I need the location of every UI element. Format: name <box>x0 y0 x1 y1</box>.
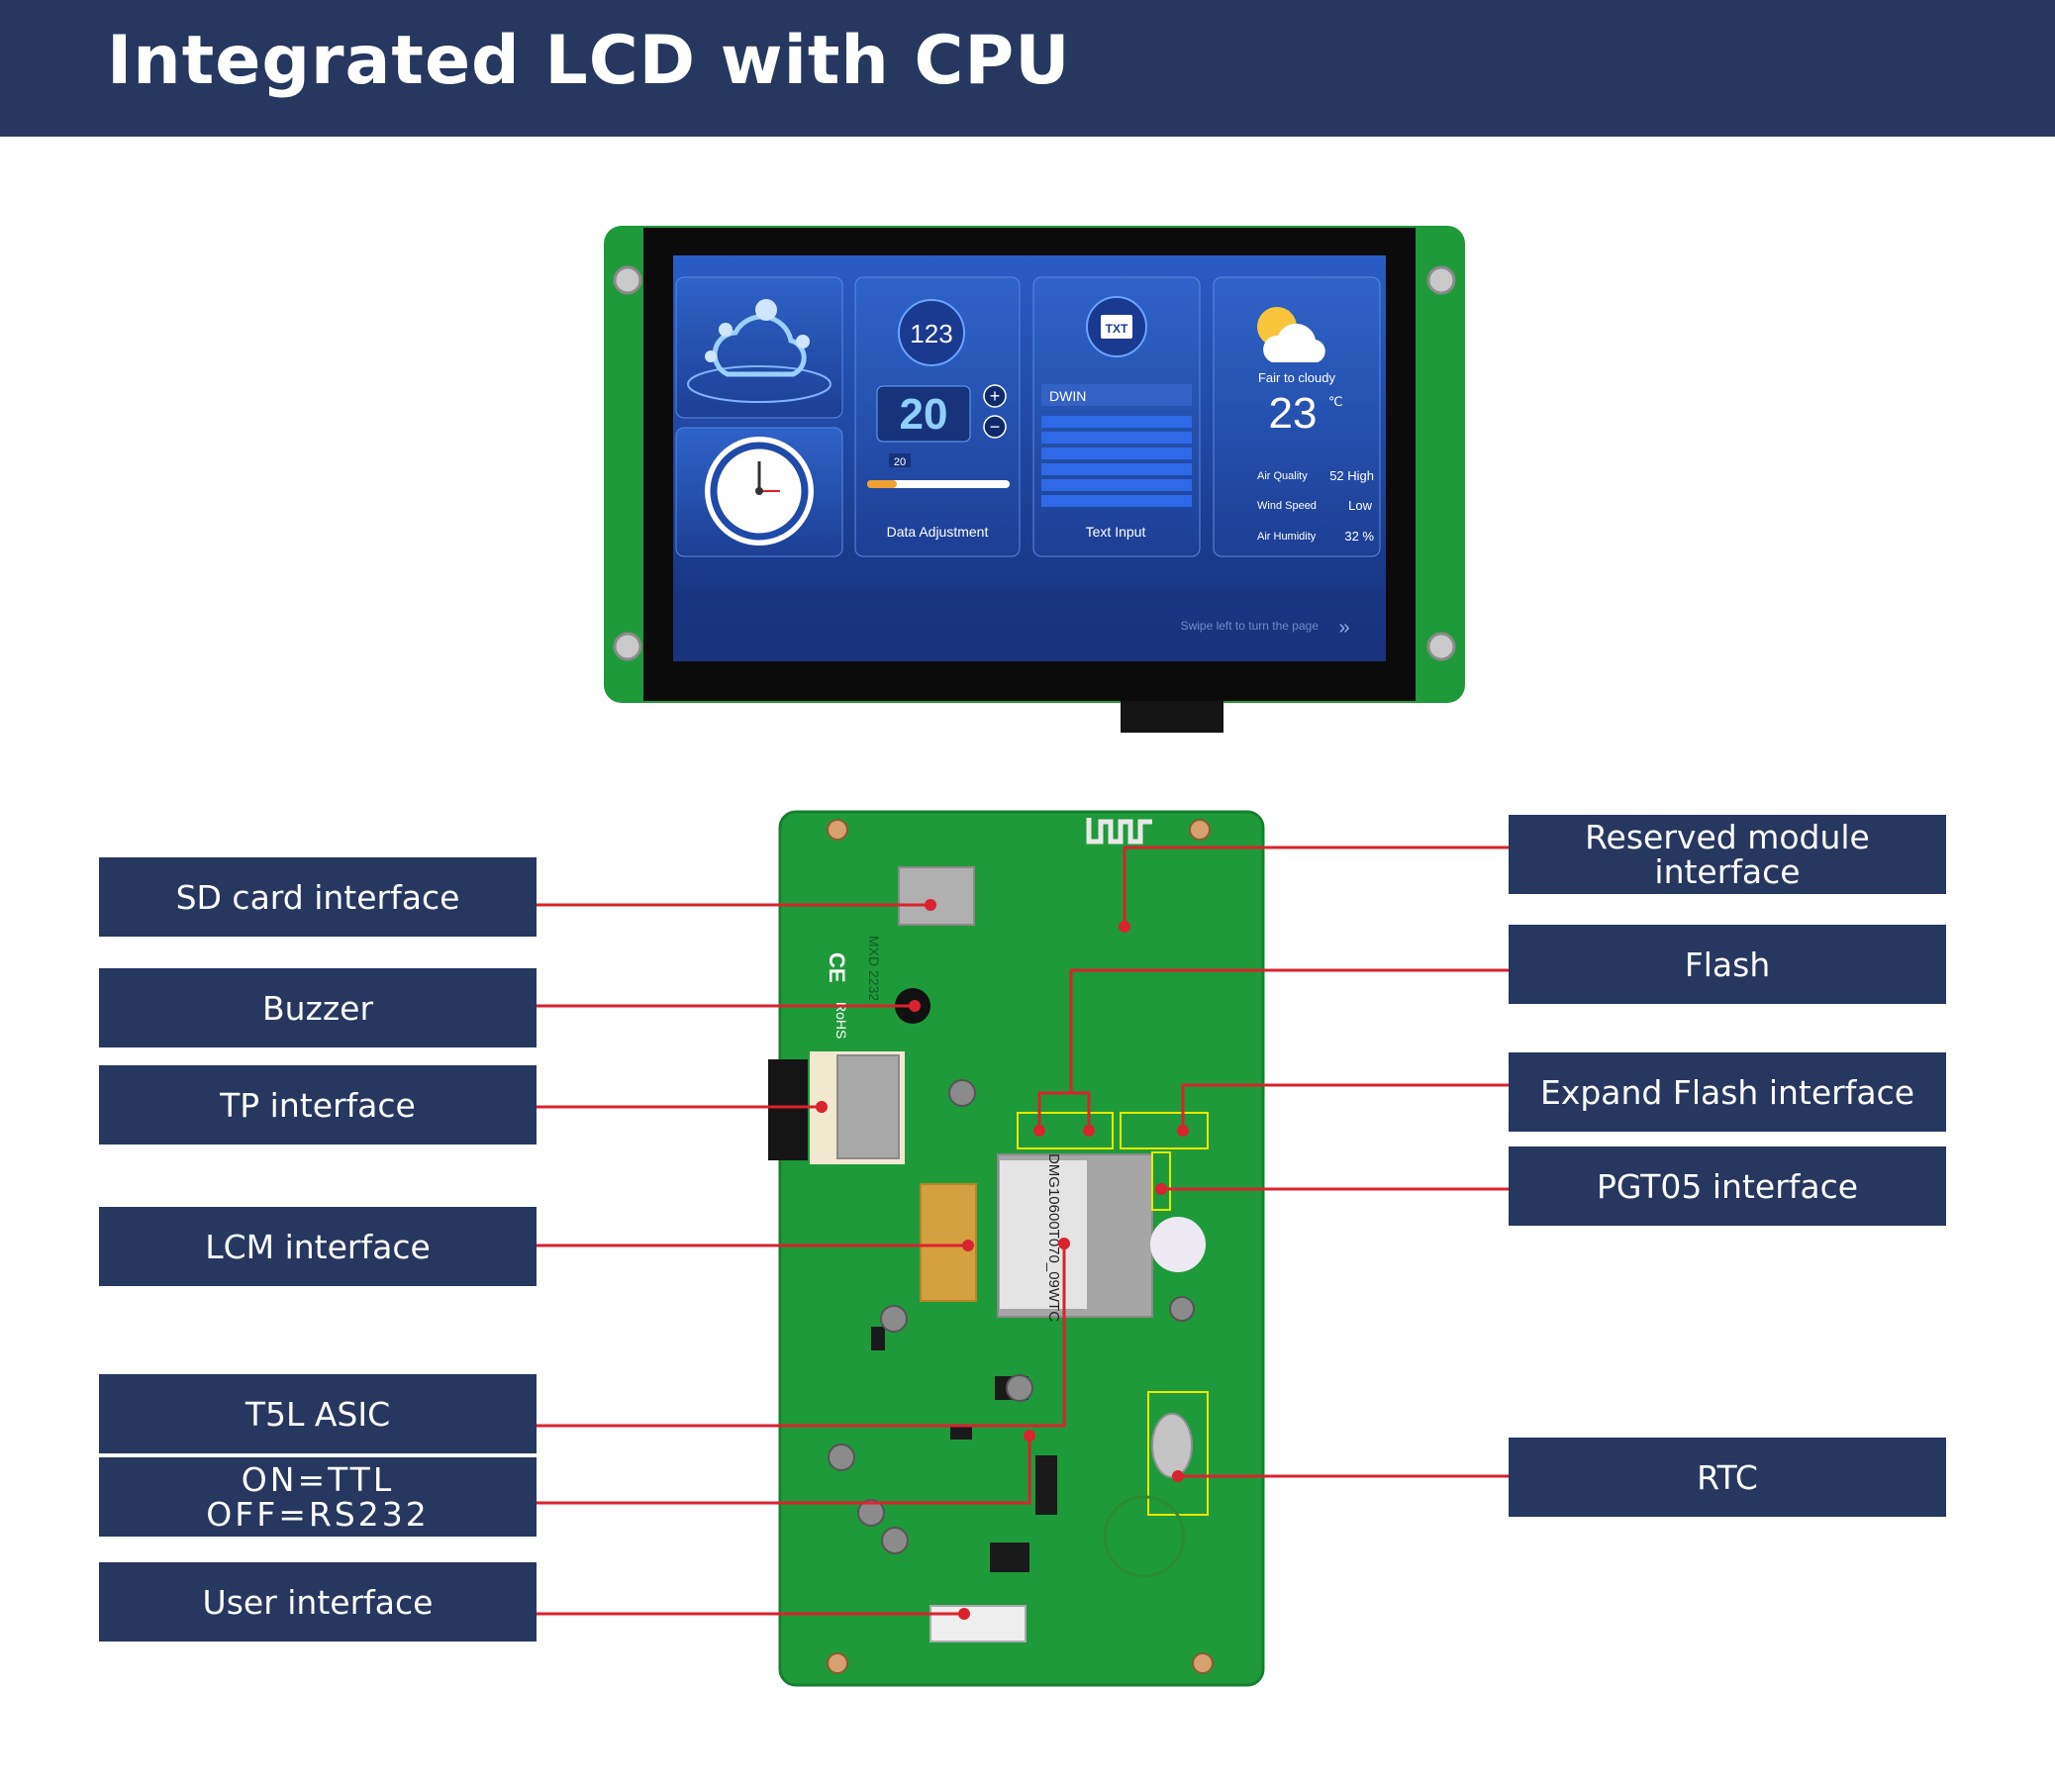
slider-track[interactable] <box>867 480 1010 488</box>
text-input-caption: Text Input <box>1086 524 1146 540</box>
data-adjustment-caption: Data Adjustment <box>887 524 989 540</box>
svg-text:−: − <box>990 417 1001 437</box>
data-number: 123 <box>910 319 952 348</box>
label-tp-interface: TP interface <box>99 1065 537 1145</box>
slider-value: 20 <box>894 456 906 468</box>
lcd-module-front: 123 20 + − 20 Data Adjustment TXT DWIN T… <box>604 226 1465 733</box>
counter-value: 20 <box>900 390 948 439</box>
air-humidity-label: Air Humidity <box>1257 531 1317 543</box>
label-t5l-asic: T5L ASIC <box>99 1374 537 1453</box>
air-humidity-value: 32 % <box>1344 529 1374 544</box>
leader-lines <box>537 846 1509 1616</box>
sd-card-slot <box>898 866 975 926</box>
rtc-battery <box>1151 1413 1193 1478</box>
svg-text:MXD 2232: MXD 2232 <box>866 936 882 1001</box>
label-ttl-line1: ON=TTL <box>241 1460 395 1499</box>
svg-text:CE: CE <box>825 952 849 983</box>
label-user-interface: User interface <box>99 1562 537 1642</box>
label-reserved-module-interface: Reserved module interface <box>1509 815 1946 894</box>
page-title: Integrated LCD with CPU <box>107 22 1071 100</box>
weather-description: Fair to cloudy <box>1258 370 1336 385</box>
label-ttl-line2: OFF=RS232 <box>206 1495 430 1534</box>
air-quality-label: Air Quality <box>1257 470 1308 482</box>
leader-dots <box>816 899 1189 1620</box>
label-expand-flash-interface: Expand Flash interface <box>1509 1052 1946 1132</box>
swipe-hint: Swipe left to turn the page <box>1181 619 1320 633</box>
board-model-label: DMG10600T070_09WTC <box>1045 1153 1062 1322</box>
partly-cloudy-icon <box>1257 307 1325 362</box>
svg-text:+: + <box>990 386 1001 406</box>
temperature-value: 23 <box>1269 389 1318 438</box>
wind-speed-label: Wind Speed <box>1257 500 1317 512</box>
user-interface-connector <box>930 1605 1027 1643</box>
label-flash: Flash <box>1509 925 1946 1004</box>
tp-connector <box>836 1054 900 1159</box>
svg-text:RoHS: RoHS <box>833 1002 849 1039</box>
wind-speed-value: Low <box>1348 498 1372 513</box>
label-ttl-rs232-switch: ON=TTL OFF=RS232 <box>99 1457 537 1537</box>
on-screen-keyboard[interactable] <box>1041 416 1192 507</box>
label-pgt05-interface: PGT05 interface <box>1509 1146 1946 1226</box>
cloud-icon <box>687 299 832 403</box>
temperature-unit: ℃ <box>1328 394 1343 409</box>
decrement-button[interactable] <box>983 415 1007 439</box>
label-sd-card-interface: SD card interface <box>99 857 537 937</box>
keyboard-brand: DWIN <box>1049 388 1086 404</box>
pcb-back: DMG10600T070_09WTC MXD 2232 CE RoHS <box>768 810 1265 1687</box>
label-rtc: RTC <box>1509 1438 1946 1517</box>
label-lcm-interface: LCM interface <box>99 1207 537 1286</box>
chevron-right-icon: » <box>1338 617 1349 639</box>
label-buzzer: Buzzer <box>99 968 537 1047</box>
increment-button[interactable] <box>983 384 1007 408</box>
txt-badge: TXT <box>1106 322 1128 336</box>
clock-icon <box>705 437 814 546</box>
air-quality-value: 52 High <box>1329 468 1374 483</box>
page-header: Integrated LCD with CPU <box>0 0 2055 137</box>
